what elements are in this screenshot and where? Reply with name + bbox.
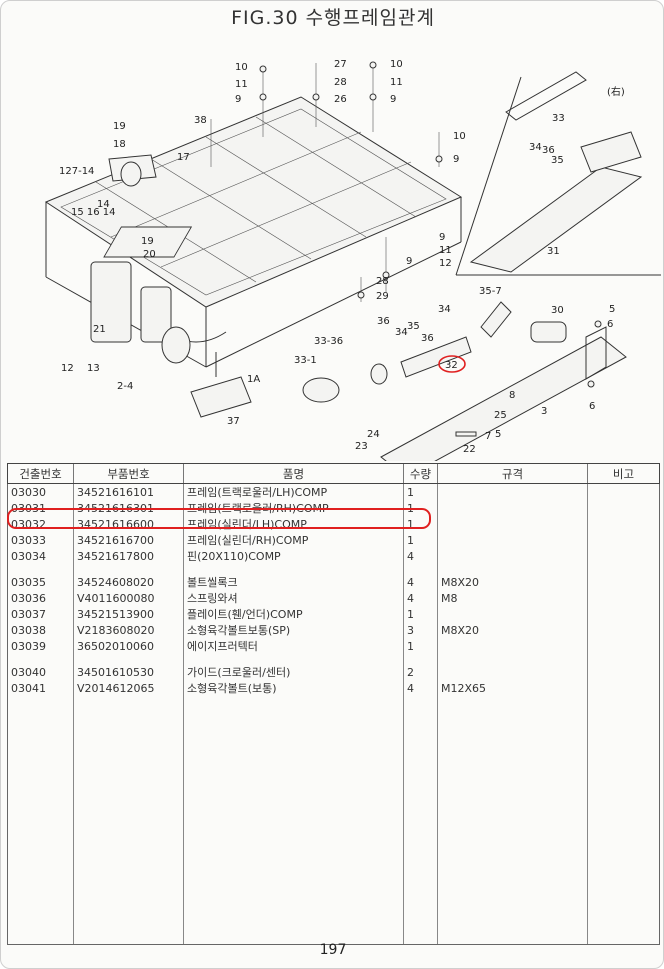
svg-text:33-1: 33-1	[294, 355, 317, 366]
figure-title: FIG.30 수행프레임관계	[231, 7, 435, 29]
svg-text:19: 19	[141, 236, 154, 247]
svg-text:(右): (右)	[607, 85, 625, 98]
svg-text:17: 17	[177, 152, 190, 163]
svg-text:36: 36	[377, 316, 390, 327]
header-qty: 수량	[403, 463, 438, 484]
exploded-parts-diagram: 10 11 9 27 28 26 10 11 9 19 18 17 38 127…	[44, 59, 661, 461]
svg-text:34: 34	[529, 142, 542, 153]
lower-right-assembly-drawing: 35-7 34 35 36 36 34 30 5 6 33-36 33-1 8 …	[294, 286, 627, 461]
row-highlight-circle	[7, 508, 431, 529]
svg-text:11: 11	[235, 79, 248, 90]
svg-text:9: 9	[406, 256, 412, 267]
inset-right-frame-drawing: (右) 33 34 36 35 31	[455, 71, 661, 276]
svg-text:29: 29	[376, 291, 389, 302]
table-header-row: 건출번호 부품번호 품명 수량 규격 비고	[7, 463, 660, 484]
svg-text:11: 11	[439, 245, 452, 256]
svg-text:9: 9	[390, 94, 396, 105]
svg-text:127-14: 127-14	[59, 166, 94, 177]
svg-text:20: 20	[143, 249, 156, 260]
table-spacer	[7, 654, 660, 664]
svg-text:22: 22	[463, 444, 476, 455]
svg-text:8: 8	[509, 390, 515, 401]
table-spacer	[7, 564, 660, 574]
svg-text:23: 23	[355, 441, 368, 452]
svg-text:9: 9	[235, 94, 241, 105]
table-empty-area	[7, 696, 660, 945]
svg-text:35-7: 35-7	[479, 286, 502, 297]
svg-text:13: 13	[87, 363, 100, 374]
svg-text:27: 27	[334, 59, 347, 70]
svg-text:5: 5	[609, 304, 615, 315]
svg-text:25: 25	[494, 410, 507, 421]
header-part-name: 품명	[183, 463, 404, 484]
svg-text:36: 36	[542, 145, 555, 156]
highlighted-callout-32: 32	[438, 355, 466, 373]
header-remarks: 비고	[587, 463, 660, 484]
svg-text:9: 9	[453, 154, 459, 165]
svg-text:38: 38	[194, 115, 207, 126]
svg-text:6: 6	[607, 319, 613, 330]
svg-text:1A: 1A	[247, 374, 260, 385]
svg-text:18: 18	[113, 139, 126, 150]
svg-text:30: 30	[551, 305, 564, 316]
svg-text:34: 34	[438, 304, 451, 315]
svg-text:32: 32	[445, 360, 458, 371]
svg-text:26: 26	[334, 94, 347, 105]
svg-text:2-4: 2-4	[117, 381, 133, 392]
svg-text:11: 11	[390, 77, 403, 88]
svg-text:7: 7	[485, 431, 491, 442]
top-fasteners-drawing	[210, 61, 443, 302]
svg-text:24: 24	[367, 429, 380, 440]
svg-text:35: 35	[551, 155, 564, 166]
svg-text:19: 19	[113, 121, 126, 132]
header-part-no: 부품번호	[73, 463, 184, 484]
svg-text:5: 5	[495, 429, 501, 440]
svg-text:37: 37	[227, 416, 240, 427]
svg-text:21: 21	[93, 324, 106, 335]
main-frame-drawing	[44, 96, 463, 418]
svg-text:10: 10	[235, 62, 248, 73]
svg-text:10: 10	[390, 59, 403, 70]
svg-text:36: 36	[421, 333, 434, 344]
svg-text:15 16 14: 15 16 14	[71, 207, 116, 218]
svg-text:28: 28	[334, 77, 347, 88]
svg-text:12: 12	[61, 363, 74, 374]
header-spec: 규격	[437, 463, 588, 484]
svg-text:3: 3	[541, 406, 547, 417]
svg-text:10: 10	[453, 131, 466, 142]
svg-text:33: 33	[552, 113, 565, 124]
svg-text:12: 12	[439, 258, 452, 269]
svg-text:35: 35	[407, 321, 420, 332]
svg-text:34: 34	[395, 327, 408, 338]
header-ref-no: 건출번호	[7, 463, 74, 484]
svg-text:33-36: 33-36	[314, 336, 343, 347]
svg-text:6: 6	[589, 401, 595, 412]
svg-text:14: 14	[97, 199, 110, 210]
diagram-callout-labels: 10 11 9 27 28 26 10 11 9 19 18 17 38 127…	[59, 59, 466, 427]
svg-text:31: 31	[547, 246, 560, 257]
svg-text:9: 9	[439, 232, 445, 243]
page-number: 197	[319, 942, 347, 958]
svg-text:28: 28	[376, 276, 389, 287]
